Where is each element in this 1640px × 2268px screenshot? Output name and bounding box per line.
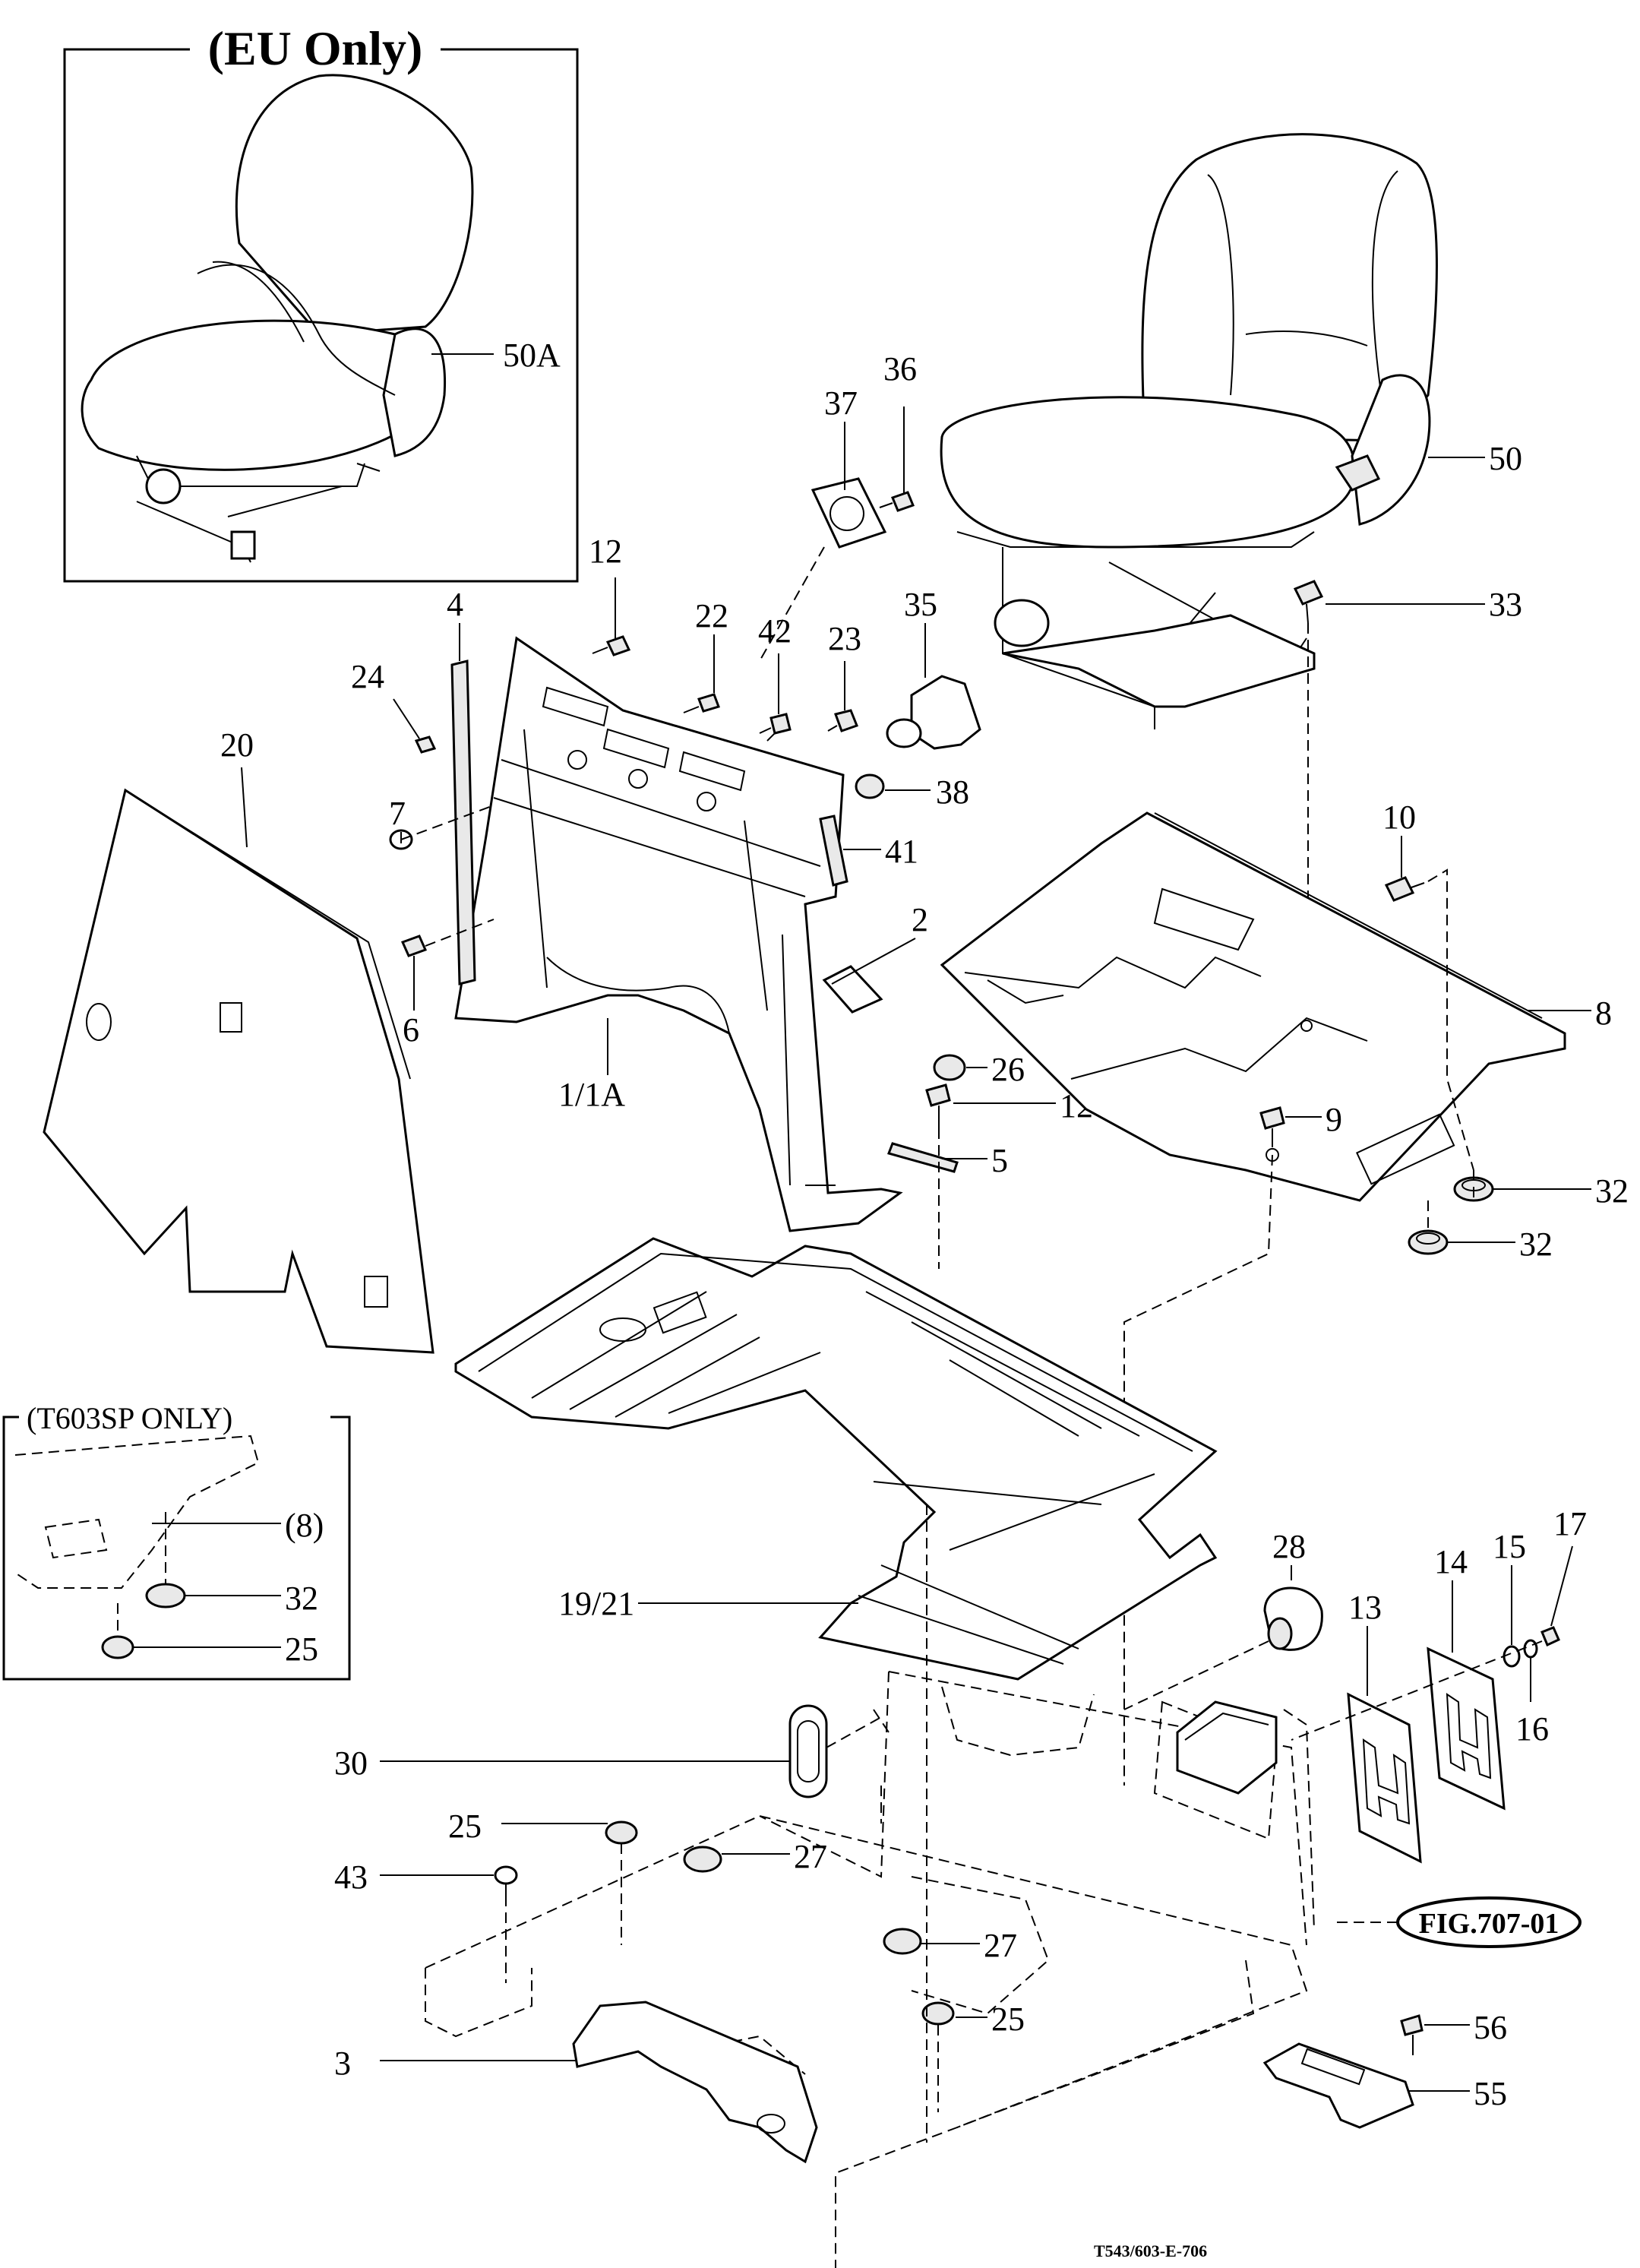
grommet-23 bbox=[827, 709, 858, 732]
callout-28: 28 bbox=[1272, 1528, 1306, 1565]
plate-14 bbox=[1427, 1646, 1506, 1811]
plug-25-lower bbox=[921, 2001, 955, 2026]
rod-41 bbox=[819, 815, 848, 887]
bolt-36 bbox=[879, 491, 915, 512]
washer-16 bbox=[1523, 1639, 1538, 1659]
bolt-10 bbox=[1384, 876, 1425, 902]
callout-32-upper: 32 bbox=[1595, 1172, 1629, 1210]
callout-23: 23 bbox=[828, 620, 861, 657]
nut-24 bbox=[414, 735, 437, 754]
callout-56: 56 bbox=[1474, 2009, 1507, 2046]
bolt-9 bbox=[1259, 1106, 1285, 1147]
callout-35: 35 bbox=[904, 586, 937, 623]
washer-15 bbox=[1503, 1645, 1521, 1668]
callout-32-lower: 32 bbox=[1519, 1226, 1553, 1263]
bracket-box bbox=[1176, 1700, 1278, 1795]
callout-27-upper: 27 bbox=[794, 1838, 827, 1875]
callout-50a: 50A bbox=[503, 337, 561, 374]
callout-38: 38 bbox=[936, 773, 969, 811]
rubber-mount-28 bbox=[1263, 1586, 1323, 1651]
callout-33: 33 bbox=[1489, 586, 1522, 623]
boot-35 bbox=[886, 675, 981, 750]
callout-24: 24 bbox=[351, 658, 384, 695]
callout-10: 10 bbox=[1382, 799, 1416, 836]
callout-20: 20 bbox=[220, 726, 254, 764]
t603sp-callout-32: 32 bbox=[285, 1580, 318, 1617]
strip-4 bbox=[450, 660, 476, 985]
callout-17: 17 bbox=[1553, 1505, 1587, 1542]
callout-25-left: 25 bbox=[448, 1808, 482, 1845]
grommet-38 bbox=[855, 773, 885, 799]
eu-only-title: (EU Only) bbox=[208, 21, 423, 75]
clip-42 bbox=[759, 713, 792, 742]
callout-42: 42 bbox=[758, 612, 792, 650]
bracket-2 bbox=[822, 965, 883, 1014]
callout-41: 41 bbox=[885, 833, 918, 870]
grommet-26 bbox=[933, 1054, 966, 1081]
drawing-code: T543/603-E-706 bbox=[1094, 2241, 1207, 2260]
plate-13 bbox=[1347, 1692, 1422, 1864]
base-frame bbox=[425, 1671, 1315, 2268]
t603sp-inset: (T603SP ONLY) (8) 32 25 bbox=[2, 1398, 351, 1681]
plate-55 bbox=[1262, 2042, 1414, 2129]
callout-3: 3 bbox=[334, 2045, 351, 2082]
clip-43 bbox=[494, 1865, 518, 1896]
callout-15: 15 bbox=[1493, 1528, 1526, 1565]
bolt-56 bbox=[1400, 2014, 1424, 2055]
callout-16: 16 bbox=[1515, 1710, 1549, 1748]
callout-6: 6 bbox=[403, 1011, 419, 1049]
seat-assembly bbox=[940, 133, 1438, 729]
callout-1-1a: 1/1A bbox=[558, 1076, 625, 1113]
callout-7: 7 bbox=[389, 795, 406, 832]
callout-9: 9 bbox=[1326, 1101, 1342, 1138]
callout-14: 14 bbox=[1434, 1543, 1468, 1580]
callout-19-21: 19/21 bbox=[558, 1585, 634, 1622]
plug-30 bbox=[788, 1704, 828, 1798]
callout-13: 13 bbox=[1348, 1589, 1382, 1626]
plug-27-lower bbox=[883, 1928, 922, 1955]
callout-37: 37 bbox=[824, 384, 858, 422]
plate-37 bbox=[811, 477, 887, 549]
bolt-33 bbox=[1293, 580, 1324, 624]
plug-25-left bbox=[605, 1820, 638, 1845]
cover-3 bbox=[572, 2001, 818, 2164]
figure-reference-label: FIG.707-01 bbox=[1419, 1908, 1559, 1940]
callout-30: 30 bbox=[334, 1744, 368, 1782]
callout-55: 55 bbox=[1474, 2075, 1507, 2112]
callout-36: 36 bbox=[883, 350, 917, 387]
callout-4: 4 bbox=[447, 586, 463, 623]
callout-25-lower: 25 bbox=[991, 2001, 1025, 2038]
t603sp-callout-8: (8) bbox=[285, 1507, 324, 1544]
callout-22: 22 bbox=[695, 597, 728, 634]
t603sp-callout-25: 25 bbox=[285, 1631, 318, 1668]
figure-reference: FIG.707-01 bbox=[1396, 1896, 1582, 1948]
console-frame bbox=[454, 636, 903, 1232]
floor-mat-19-21 bbox=[454, 1237, 1218, 1681]
callout-27-lower: 27 bbox=[984, 1927, 1017, 1964]
callout-2: 2 bbox=[912, 901, 928, 938]
bolt-12-top bbox=[592, 635, 631, 656]
grommet-32-lower bbox=[1408, 1229, 1449, 1255]
bolt-6 bbox=[400, 935, 428, 992]
side-panel-20 bbox=[43, 788, 434, 1354]
nut-17 bbox=[1540, 1626, 1560, 1647]
t603sp-title: (T603SP ONLY) bbox=[27, 1401, 232, 1435]
callout-43: 43 bbox=[334, 1858, 368, 1896]
callout-8: 8 bbox=[1595, 995, 1612, 1032]
screw-22 bbox=[683, 693, 720, 713]
strip-5 bbox=[887, 1142, 959, 1173]
callout-5: 5 bbox=[991, 1142, 1008, 1179]
eu-only-inset: (EU Only) 50A bbox=[63, 19, 579, 583]
floor-plate-8 bbox=[940, 811, 1566, 1202]
callout-12-top: 12 bbox=[589, 533, 622, 570]
eu-seat-drawing bbox=[81, 74, 474, 563]
bolt-12-lower bbox=[925, 1083, 951, 1128]
callout-26: 26 bbox=[991, 1051, 1025, 1088]
plug-27-upper bbox=[683, 1846, 722, 1873]
callout-50: 50 bbox=[1489, 440, 1522, 477]
